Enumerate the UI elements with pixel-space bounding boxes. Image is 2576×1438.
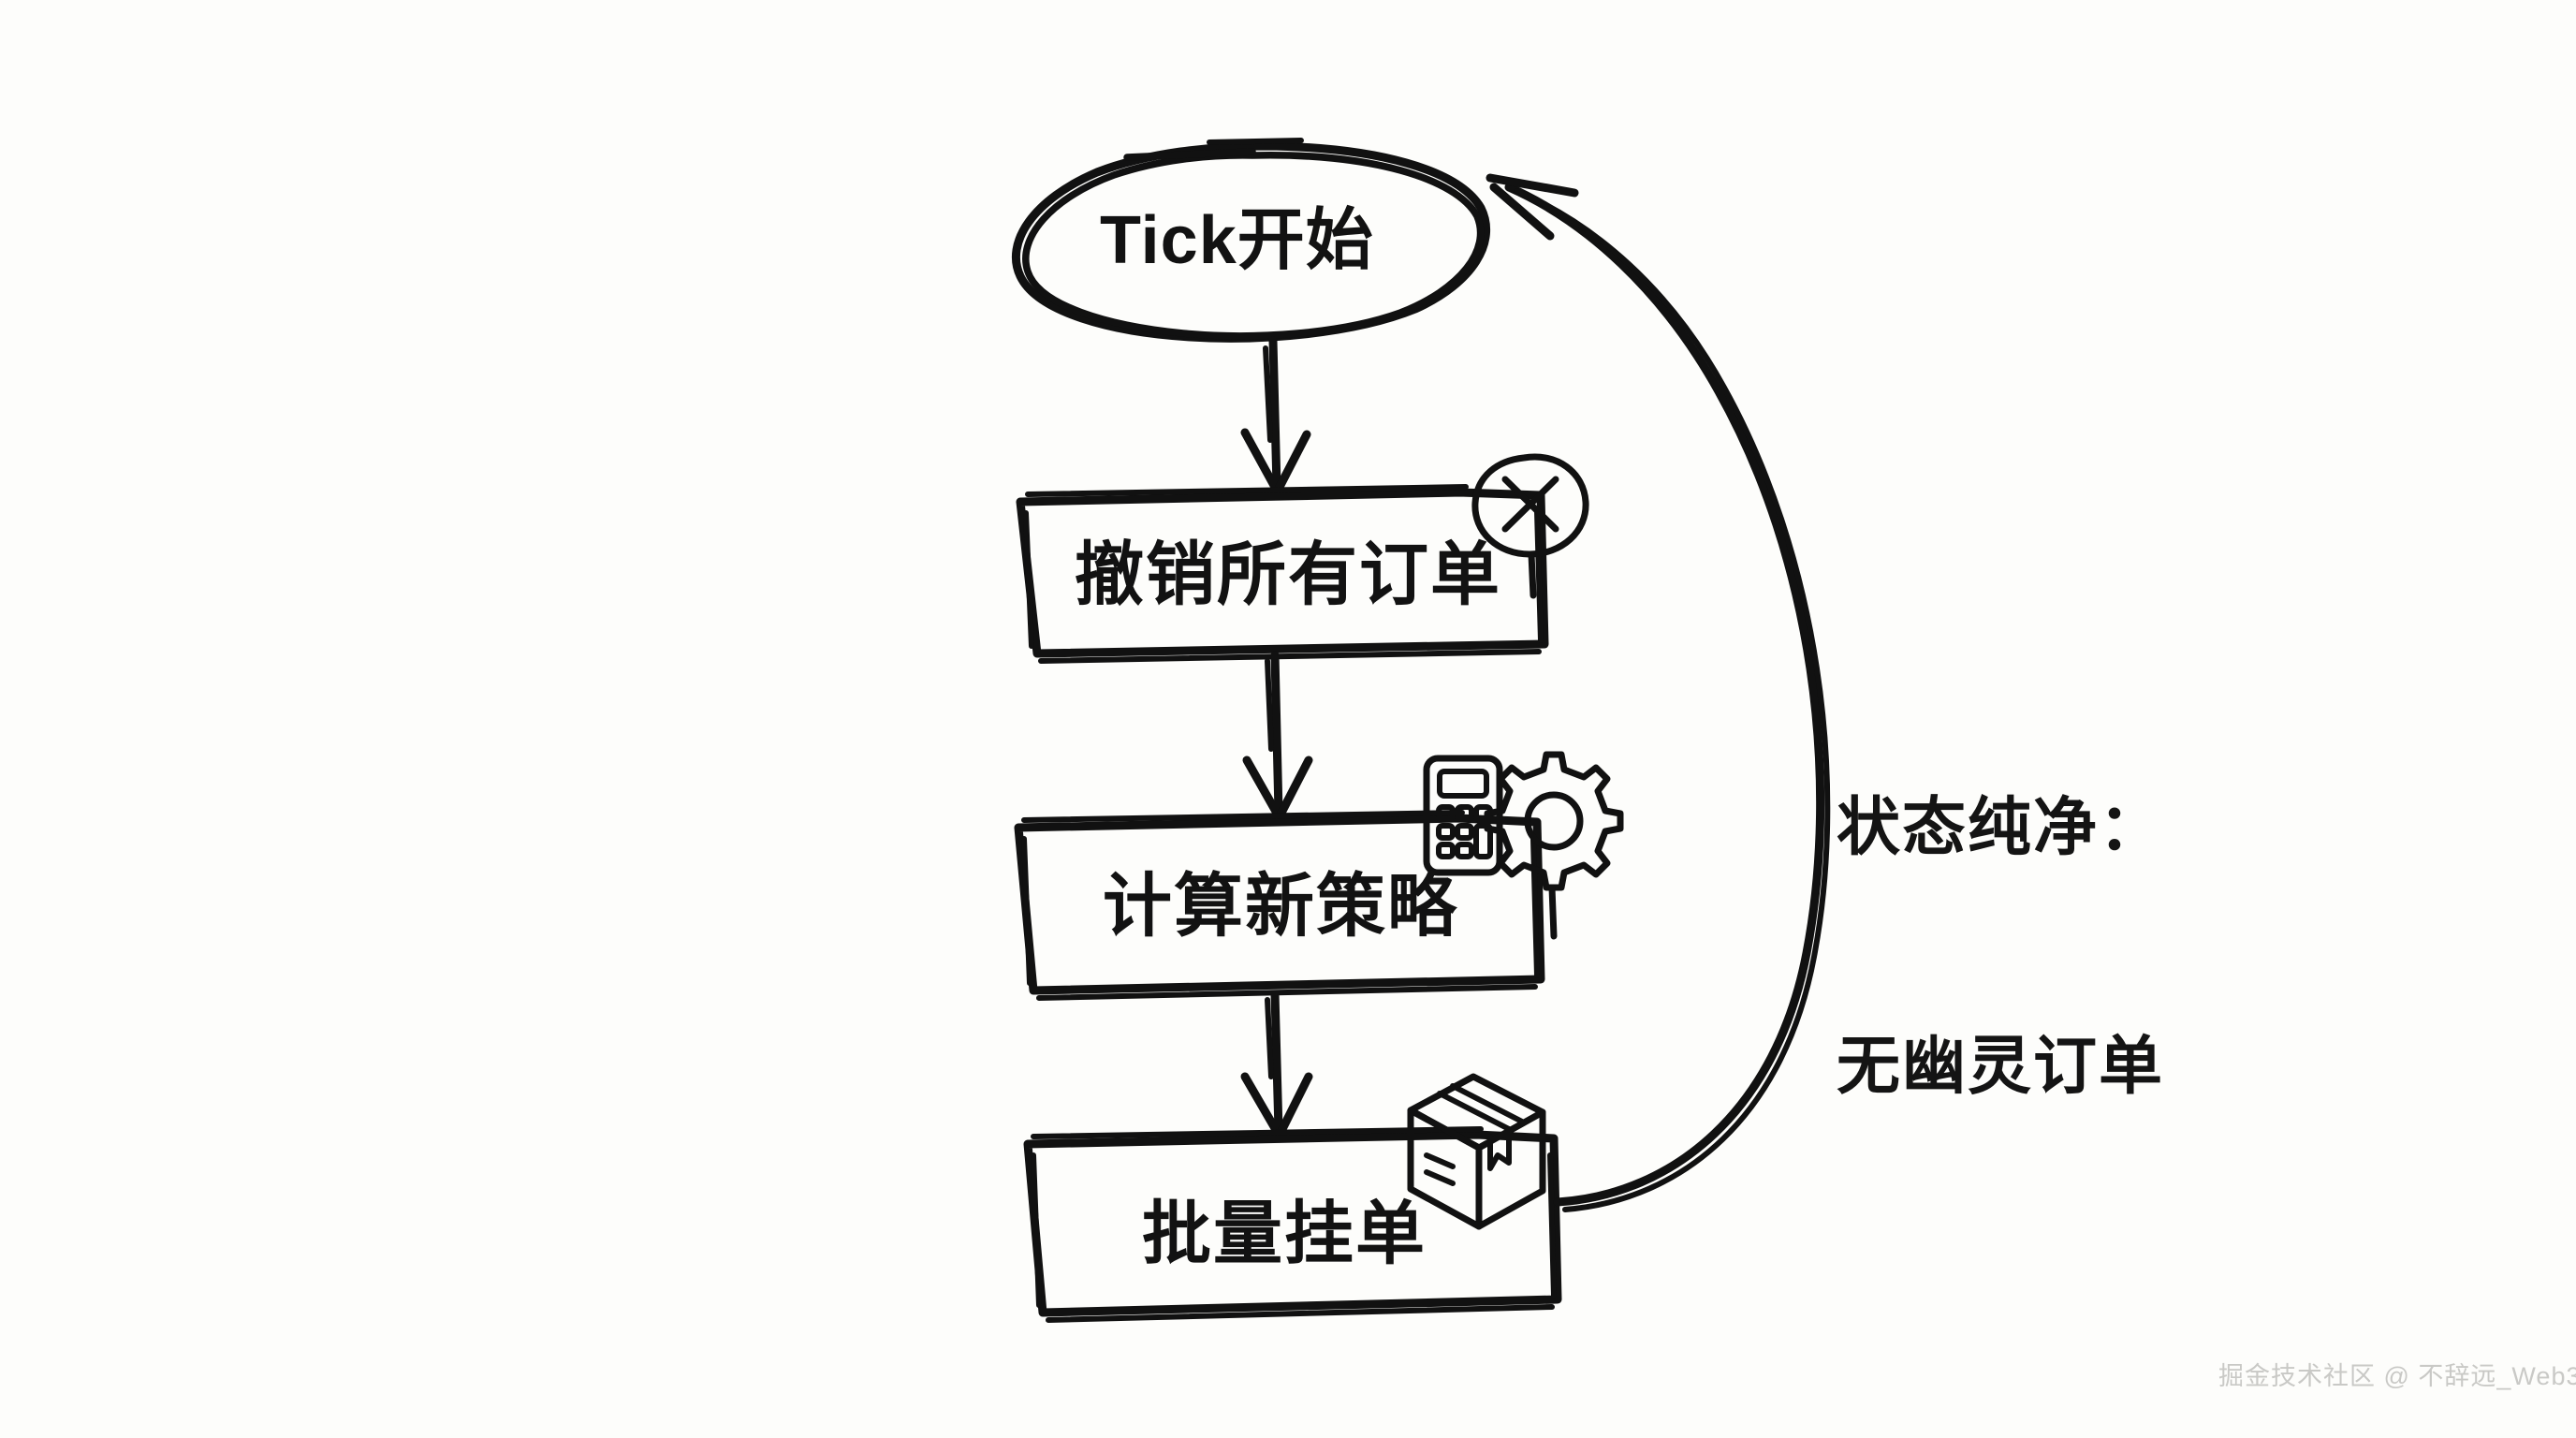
- node-cancel-all-orders-label: 撤销所有订单: [1075, 536, 1501, 613]
- node-compute-new-strategy-shape[interactable]: [1014, 810, 1545, 1001]
- edge-compute-to-batch: [1240, 990, 1313, 1139]
- watermark-text: 掘金技术社区 @ 不辞远_Web3: [2218, 1362, 2576, 1390]
- package-box-icon: [1407, 1073, 1546, 1230]
- node-batch-place-orders-shape[interactable]: [1023, 1126, 1562, 1323]
- node-cancel-all-orders-shape[interactable]: [1016, 484, 1549, 664]
- annotation-line-1: 状态纯净：: [1837, 792, 2165, 863]
- annotation-line-2: 无幽灵订单: [1837, 1031, 2165, 1102]
- node-compute-new-strategy-label: 计算新策略: [1103, 867, 1458, 945]
- edge-cancel-to-compute: [1242, 651, 1313, 821]
- node-tick-start-label: Tick开始: [1100, 203, 1374, 278]
- x-circle-icon: [1471, 453, 1589, 599]
- edge-batch-to-tick-feedback: [1486, 173, 1831, 1212]
- calculator-icon: [1423, 755, 1503, 876]
- edge-tick-to-cancel: [1240, 336, 1311, 495]
- feedback-annotation: 状态纯净： 无幽灵订单: [1837, 629, 2164, 1266]
- node-tick-start-shape[interactable]: [1012, 138, 1491, 343]
- gear-icon: [1484, 751, 1624, 940]
- node-batch-place-orders-label: 批量挂单: [1142, 1195, 1427, 1272]
